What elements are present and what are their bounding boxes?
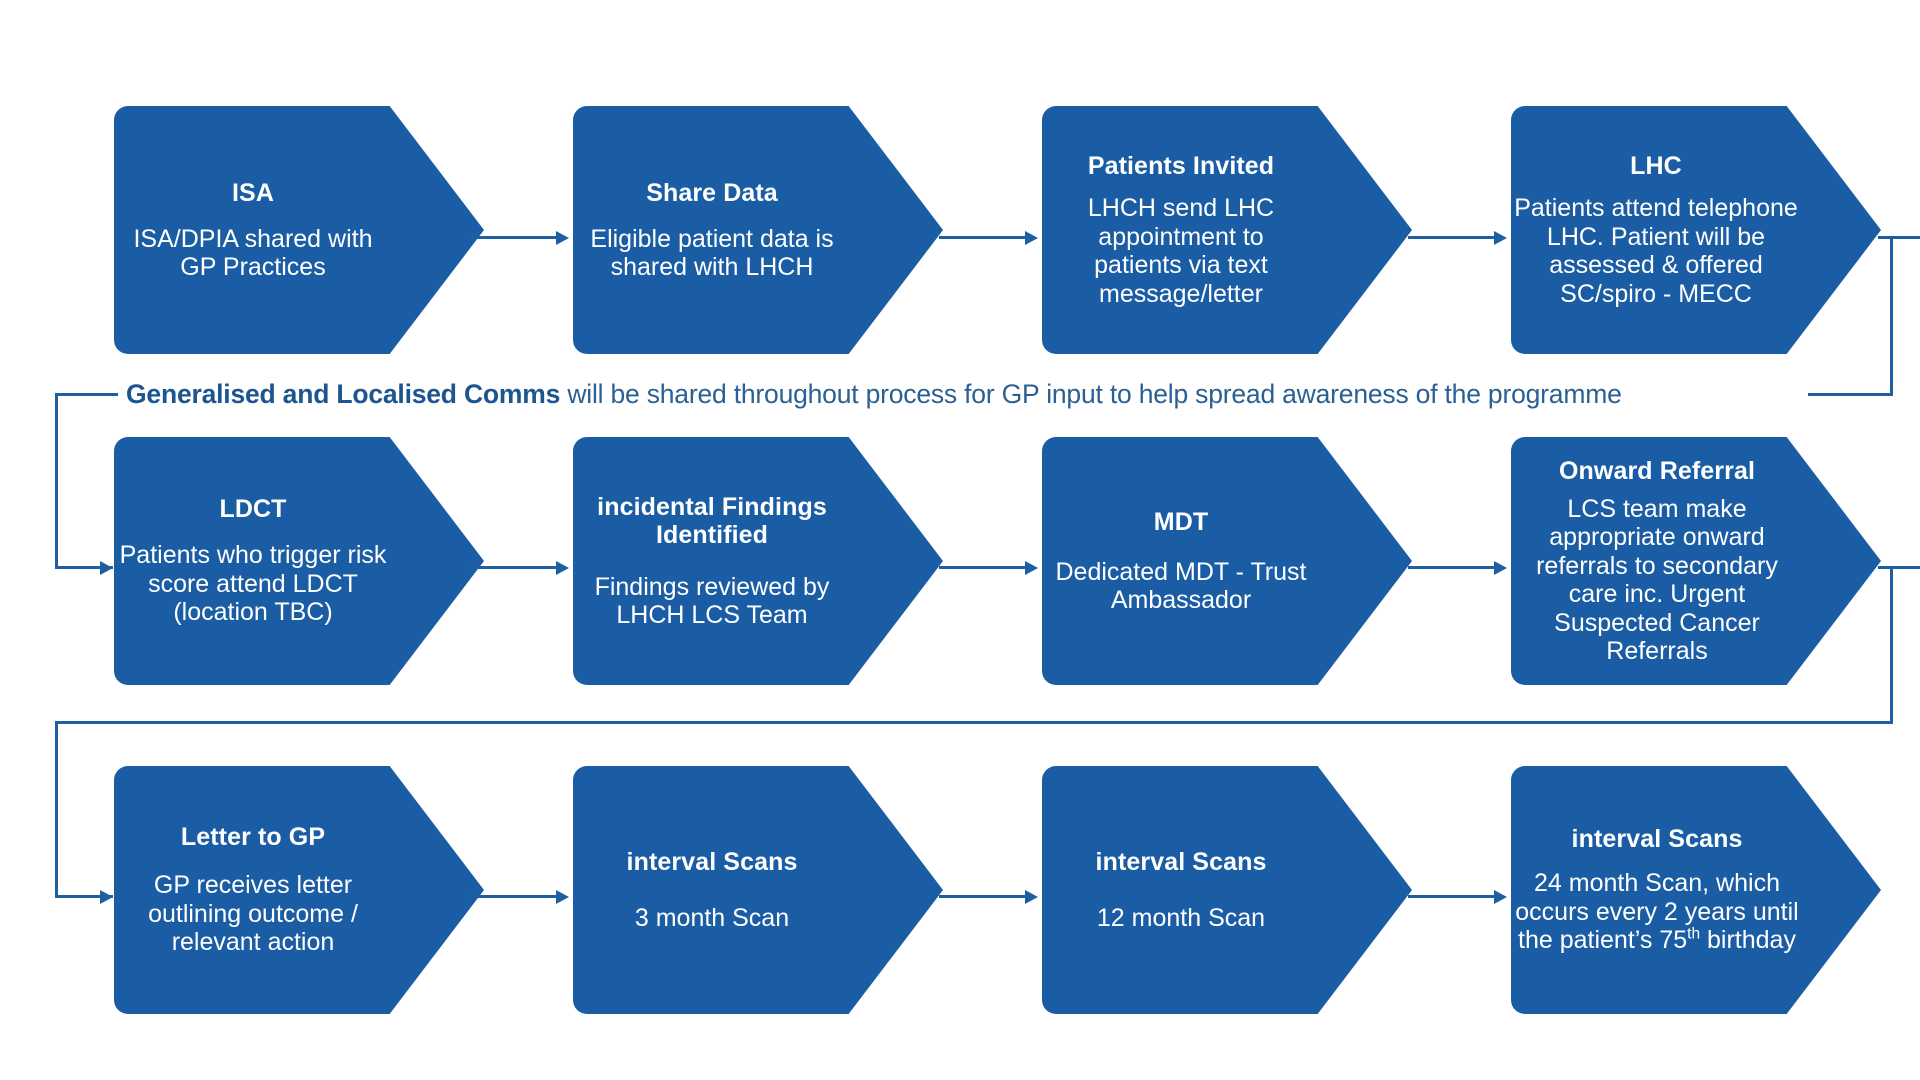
wrap1-segment-into-ldct [55, 566, 113, 569]
step-title: Letter to GP [180, 823, 326, 852]
banner-text-backdrop [118, 375, 1808, 413]
step-title: LDCT [219, 495, 287, 524]
connector-letter-to-gp-to-scan-3 [470, 895, 562, 898]
connector-isa-to-share-data [470, 236, 562, 239]
step-body: Eligible patient data is shared with LHC… [590, 224, 834, 282]
step-title: Patients Invited [1087, 152, 1275, 180]
process-step-incidental-findings[interactable]: incidental Findings Identified Findings … [573, 437, 943, 685]
connector-arrowhead [1025, 231, 1038, 245]
connector-arrowhead [100, 561, 113, 575]
step-body-ordinal-suffix: th [1687, 925, 1701, 943]
step-body-pre: 24 month Scan, which occurs every 2 year… [1515, 869, 1799, 955]
step-body: LCS team make appropriate onward referra… [1536, 494, 1778, 666]
connector-arrowhead [1025, 890, 1038, 904]
step-body: LHCH send LHC appointment to patients vi… [1087, 194, 1275, 308]
process-step-patients-invited[interactable]: Patients Invited LHCH send LHC appointme… [1042, 106, 1412, 354]
comms-banner-rest: will be shared throughout process for GP… [560, 379, 1622, 409]
connector-mdt-to-onward-referral [1408, 566, 1500, 569]
step-body: ISA/DPIA shared with GP Practices [133, 224, 373, 282]
wrap2-segment-left [55, 721, 1893, 724]
process-step-letter-to-gp[interactable]: Letter to GP GP receives letter outlinin… [114, 766, 484, 1014]
step-body: Dedicated MDT - Trust Ambassador [1055, 557, 1307, 615]
wrap2-segment-into-letter-to-gp [55, 895, 113, 898]
connector-arrowhead [556, 231, 569, 245]
step-title: interval Scans [1095, 847, 1267, 876]
process-step-share-data[interactable]: Share Data Eligible patient data is shar… [573, 106, 943, 354]
step-body-post: birthday [1700, 926, 1796, 955]
connector-ldct-to-incidental-findings [470, 566, 562, 569]
step-body: 12 month Scan [1096, 903, 1266, 932]
wrap1-segment-right [1878, 236, 1920, 239]
step-body: Findings reviewed by LHCH LCS Team [594, 572, 830, 630]
step-title: MDT [1153, 507, 1209, 536]
connector-arrowhead [1494, 890, 1507, 904]
process-step-interval-scans-24-month[interactable]: interval Scans 24 month Scan, which occu… [1511, 766, 1881, 1014]
connector-share-data-to-patients-invited [939, 236, 1031, 239]
connector-arrowhead [556, 561, 569, 575]
step-body: 3 month Scan [634, 903, 790, 932]
process-step-mdt[interactable]: MDT Dedicated MDT - Trust Ambassador [1042, 437, 1412, 685]
connector-arrowhead [556, 890, 569, 904]
step-title: Share Data [646, 178, 778, 207]
process-step-ldct[interactable]: LDCT Patients who trigger risk score att… [114, 437, 484, 685]
wrap1-segment-down-left [55, 393, 58, 569]
wrap2-segment-right [1878, 566, 1920, 569]
process-step-isa[interactable]: ISA ISA/DPIA shared with GP Practices [114, 106, 484, 354]
comms-banner: Generalised and Localised Comms will be … [126, 379, 1622, 410]
wrap2-segment-down-left [55, 721, 58, 898]
process-step-onward-referral[interactable]: Onward Referral LCS team make appropriat… [1511, 437, 1881, 685]
connector-arrowhead [100, 890, 113, 904]
wrap2-segment-down [1890, 566, 1893, 724]
connector-scan-12-to-scan-24 [1408, 895, 1500, 898]
process-step-lhc[interactable]: LHC Patients attend telephone LHC. Patie… [1511, 106, 1881, 354]
connector-arrowhead [1025, 561, 1038, 575]
connector-scan-3-to-scan-12 [939, 895, 1031, 898]
step-body: Patients who trigger risk score attend L… [119, 541, 387, 627]
step-body-24-month: 24 month Scan, which occurs every 2 year… [1513, 869, 1801, 955]
step-title: interval Scans [626, 847, 798, 876]
process-step-interval-scans-3-month[interactable]: interval Scans 3 month Scan [573, 766, 943, 1014]
step-title: interval Scans [1571, 825, 1743, 854]
step-title: Onward Referral [1558, 456, 1755, 485]
step-body: GP receives letter outlining outcome / r… [148, 871, 358, 957]
process-step-interval-scans-12-month[interactable]: interval Scans 12 month Scan [1042, 766, 1412, 1014]
connector-incidental-findings-to-mdt [939, 566, 1031, 569]
wrap1-segment-down [1890, 236, 1893, 396]
connector-arrowhead [1494, 561, 1507, 575]
connector-patients-invited-to-lhc [1408, 236, 1500, 239]
step-title: ISA [232, 178, 274, 207]
step-title: LHC [1630, 152, 1682, 180]
connector-arrowhead [1494, 231, 1507, 245]
step-title: incidental Findings Identified [597, 492, 827, 549]
step-body: Patients attend telephone LHC. Patient w… [1514, 194, 1798, 308]
comms-banner-bold: Generalised and Localised Comms [126, 379, 561, 409]
